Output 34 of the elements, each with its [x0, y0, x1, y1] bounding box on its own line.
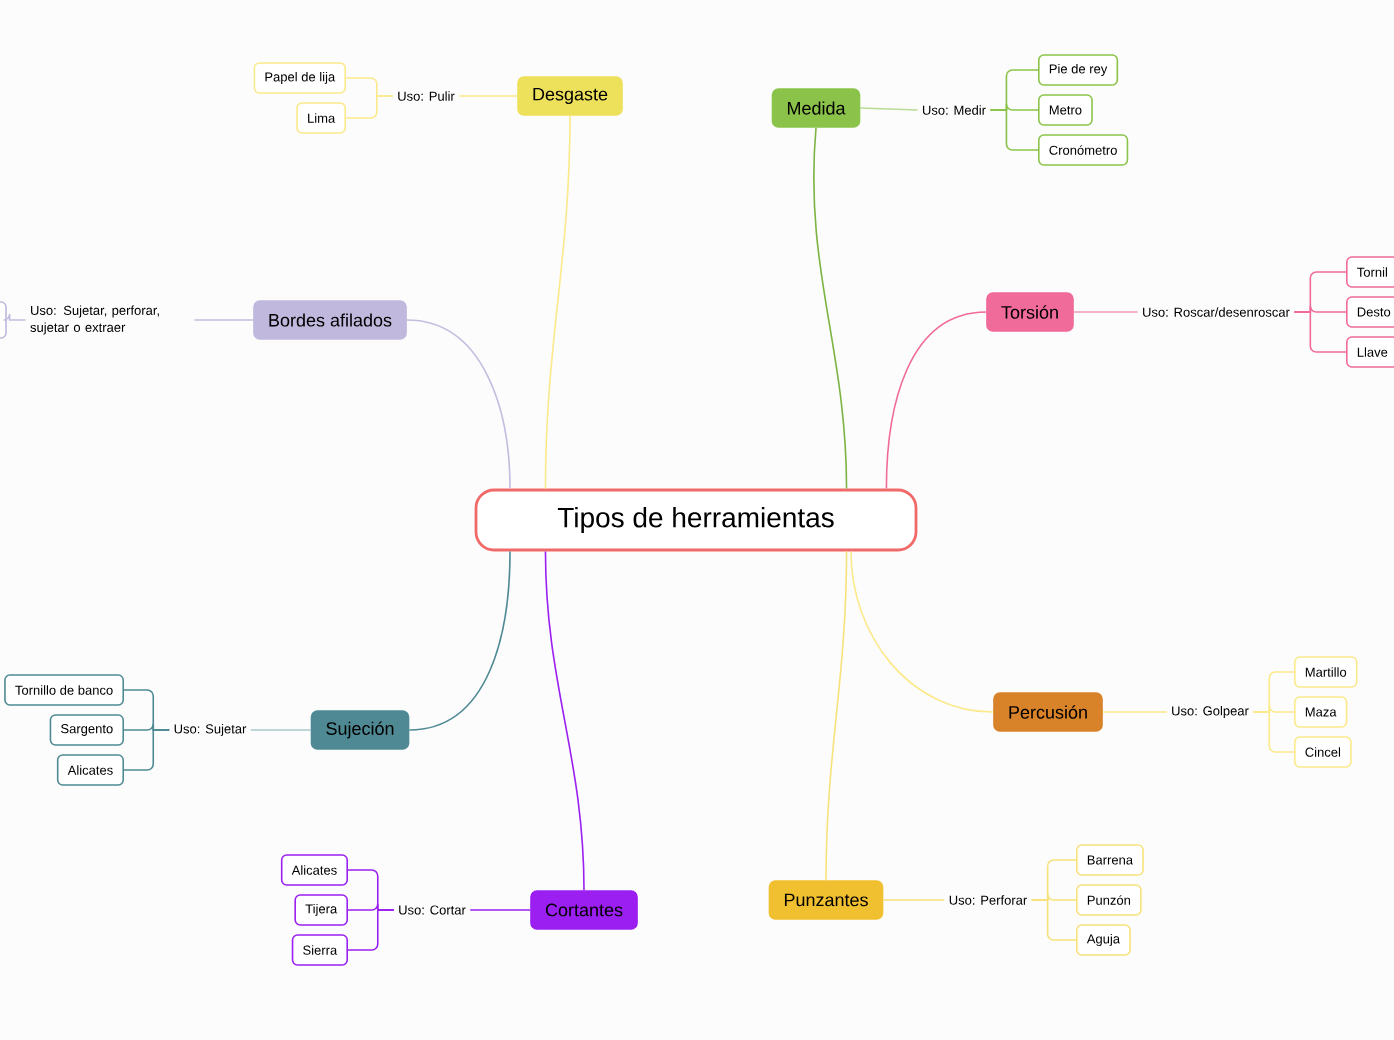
connector-line [345, 95, 394, 119]
branch-line [406, 319, 511, 490]
connector-line [347, 909, 395, 951]
central-topic-box: Tipos de herramientas [474, 488, 918, 552]
connector-line [1073, 311, 1139, 313]
connector-line [859, 107, 919, 111]
branch-line [825, 550, 848, 881]
branch-line [408, 550, 511, 731]
connector-line [469, 909, 531, 911]
connector-line [458, 95, 518, 97]
connector-line [1252, 711, 1295, 753]
connector-line [1102, 711, 1168, 713]
topic-box: Desgaste [517, 76, 623, 116]
branch-line [813, 127, 848, 490]
topic-box: Punzantes [768, 880, 884, 920]
branch-line [544, 115, 571, 490]
connector-line [882, 899, 946, 901]
branch-line [850, 550, 994, 713]
connector-line [1293, 311, 1347, 353]
connector-line [1030, 899, 1077, 941]
topic-box: Medida [771, 88, 861, 128]
topic-box: Percusión [993, 692, 1103, 732]
item-box [0, 301, 7, 339]
topic-box: Sujeción [310, 710, 410, 750]
topic-box: Bordes afilados [253, 300, 407, 340]
topic-box: Cortantes [530, 890, 638, 930]
connector-line [193, 319, 254, 321]
connector-line [250, 729, 312, 731]
connector-line [123, 729, 171, 771]
branch-line [544, 550, 585, 891]
topic-box: Torsión [986, 292, 1074, 332]
connector-line [2, 313, 27, 321]
connector-line [989, 109, 1039, 151]
branch-line [885, 311, 987, 490]
